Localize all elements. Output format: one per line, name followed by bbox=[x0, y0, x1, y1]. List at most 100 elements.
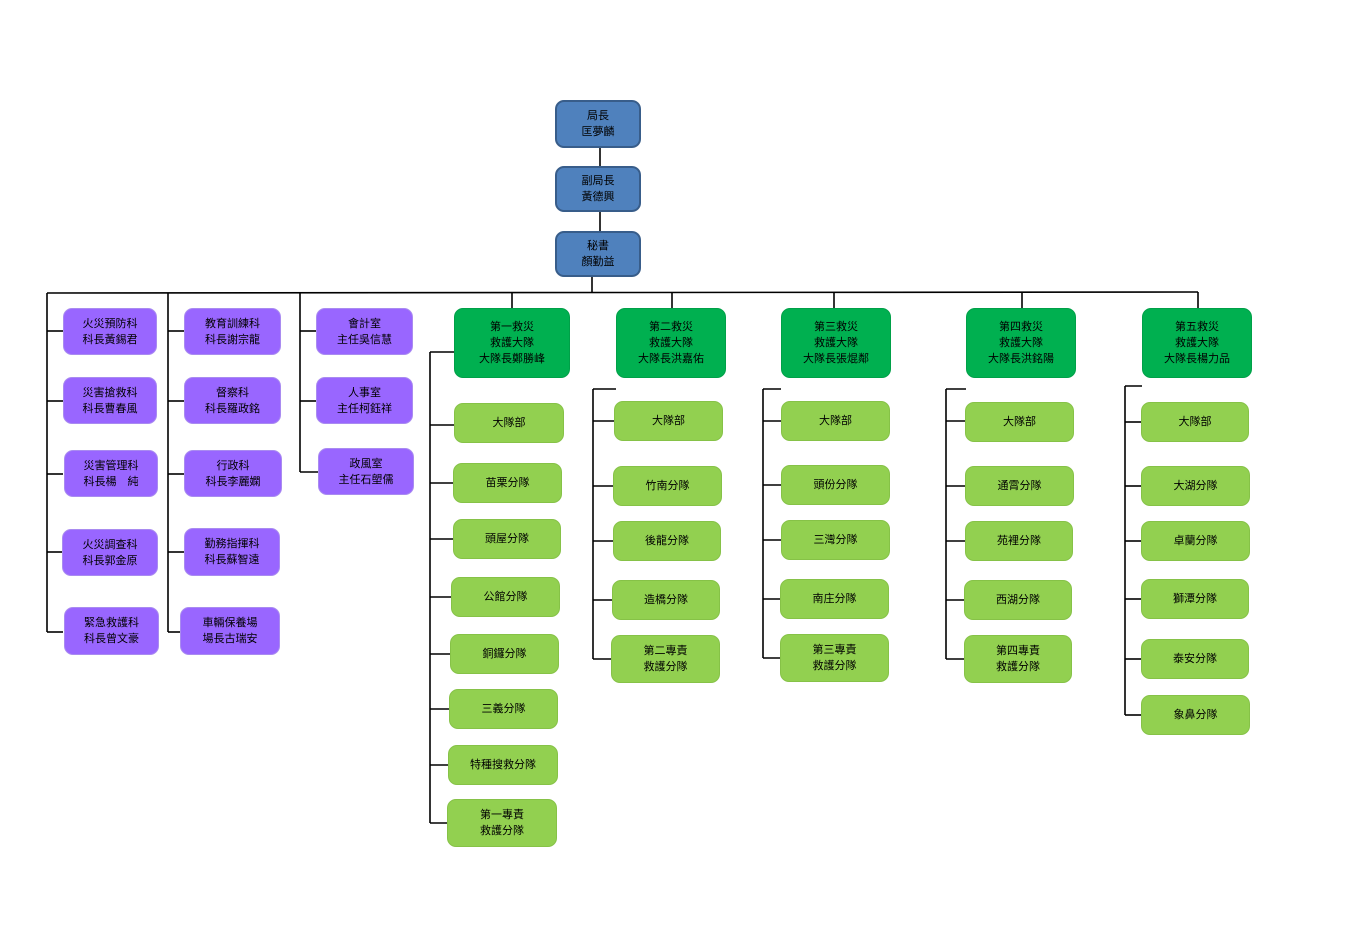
unit-name: 西湖分隊 bbox=[996, 593, 1040, 606]
unit-name: 造橋分隊 bbox=[644, 593, 688, 606]
secretary-title: 秘書 bbox=[587, 239, 609, 252]
unit-box: 苗栗分隊 bbox=[453, 463, 562, 503]
unit-box: 後龍分隊 bbox=[613, 521, 721, 561]
unit-box: 第二專責 救護分隊 bbox=[611, 635, 720, 683]
section-head: 科長曹春風 bbox=[82, 401, 138, 415]
section-name: 緊急救護科 bbox=[84, 616, 139, 629]
section-name: 車輛保養場 bbox=[202, 616, 258, 629]
section-head: 科長謝宗龍 bbox=[205, 332, 260, 346]
section-box: 災害搶救科 科長曹春風 bbox=[63, 377, 157, 424]
unit-box: 第四專責 救護分隊 bbox=[964, 635, 1072, 683]
brigade-header: 第三救災 救護大隊 大隊長張焜鄰 bbox=[781, 308, 891, 378]
unit-name: 苑裡分隊 bbox=[997, 534, 1041, 547]
unit-name: 後龍分隊 bbox=[645, 534, 689, 547]
brigade-line2: 救護大隊 bbox=[649, 336, 693, 349]
director-name: 匡夢麟 bbox=[581, 125, 615, 138]
unit-box: 泰安分隊 bbox=[1141, 639, 1249, 679]
unit-name: 通霄分隊 bbox=[997, 479, 1042, 492]
unit-box: 大隊部 bbox=[965, 402, 1074, 442]
unit-box: 卓蘭分隊 bbox=[1141, 521, 1250, 561]
section-box: 行政科 科長李麗嫻 bbox=[184, 450, 282, 497]
section-head: 科長曾文豪 bbox=[84, 632, 139, 645]
brigade-line2: 救護大隊 bbox=[490, 336, 534, 349]
section-box: 車輛保養場 場長古瑞安 bbox=[180, 607, 280, 655]
unit-name-line2: 救護分隊 bbox=[812, 659, 857, 672]
office-head: 主任吳信慧 bbox=[337, 332, 392, 346]
unit-box: 第三專責 救護分隊 bbox=[780, 634, 889, 682]
section-box: 緊急救護科 科長曾文豪 bbox=[64, 607, 159, 655]
section-name: 災害搶救科 bbox=[82, 385, 138, 399]
unit-box: 竹南分隊 bbox=[613, 466, 722, 506]
brigade-commander: 大隊長鄭勝峰 bbox=[479, 352, 545, 365]
section-box: 火災調查科 科長郭金原 bbox=[62, 529, 158, 576]
section-box: 教育訓練科 科長謝宗龍 bbox=[184, 308, 281, 355]
deputy-director-name: 黃德興 bbox=[581, 190, 615, 203]
brigade-line2: 救護大隊 bbox=[999, 336, 1043, 349]
section-name: 火災預防科 bbox=[82, 316, 138, 330]
unit-box: 大隊部 bbox=[454, 403, 564, 443]
unit-name-line2: 救護分隊 bbox=[996, 660, 1040, 673]
deputy-director-title: 副局長 bbox=[581, 174, 615, 187]
unit-box: 獅潭分隊 bbox=[1141, 579, 1249, 619]
director-box: 局長 匡夢麟 bbox=[555, 100, 641, 148]
unit-name-line2: 救護分隊 bbox=[643, 660, 688, 673]
unit-box: 特種搜救分隊 bbox=[448, 745, 558, 785]
section-name: 火災調查科 bbox=[82, 537, 138, 551]
unit-name: 三灣分隊 bbox=[813, 533, 858, 546]
brigade-line1: 第一救災 bbox=[490, 320, 534, 333]
unit-name: 竹南分隊 bbox=[645, 479, 690, 492]
unit-name: 大隊部 bbox=[1003, 415, 1036, 428]
unit-name: 公館分隊 bbox=[483, 590, 528, 603]
section-head: 科長羅政銘 bbox=[205, 401, 260, 415]
unit-box: 西湖分隊 bbox=[964, 580, 1072, 620]
brigade-line2: 救護大隊 bbox=[814, 336, 858, 349]
unit-name: 南庄分隊 bbox=[812, 592, 857, 605]
office-head: 主任石塱儒 bbox=[338, 472, 394, 486]
unit-box: 三義分隊 bbox=[449, 689, 558, 729]
office-name: 政風室 bbox=[349, 456, 383, 470]
unit-name: 銅鑼分隊 bbox=[482, 647, 527, 660]
unit-name: 卓蘭分隊 bbox=[1173, 534, 1218, 547]
unit-box: 大湖分隊 bbox=[1141, 466, 1250, 506]
brigade-line1: 第四救災 bbox=[999, 320, 1043, 333]
section-head: 科長李麗嫻 bbox=[205, 474, 261, 488]
unit-box: 造橋分隊 bbox=[612, 580, 720, 620]
unit-name: 頭份分隊 bbox=[813, 478, 858, 491]
unit-name: 特種搜救分隊 bbox=[470, 758, 536, 771]
brigade-line2: 救護大隊 bbox=[1175, 336, 1219, 349]
section-name: 災害管理科 bbox=[83, 458, 139, 472]
brigade-line1: 第五救災 bbox=[1175, 320, 1219, 333]
unit-box: 三灣分隊 bbox=[781, 520, 890, 560]
unit-box: 苑裡分隊 bbox=[965, 521, 1073, 561]
deputy-director-box: 副局長 黃德興 bbox=[555, 166, 641, 212]
unit-name: 第四專責 bbox=[996, 644, 1040, 657]
unit-box: 銅鑼分隊 bbox=[450, 634, 559, 674]
section-name: 教育訓練科 bbox=[205, 316, 260, 330]
unit-name: 大隊部 bbox=[819, 414, 852, 427]
brigade-line1: 第二救災 bbox=[649, 320, 693, 333]
unit-name: 第三專責 bbox=[812, 643, 857, 656]
unit-box: 頭屋分隊 bbox=[453, 519, 561, 559]
brigade-commander: 大隊長洪嘉佑 bbox=[638, 352, 704, 365]
unit-box: 通霄分隊 bbox=[965, 466, 1074, 506]
unit-name: 頭屋分隊 bbox=[485, 532, 529, 545]
unit-box: 大隊部 bbox=[614, 401, 723, 441]
brigade-commander: 大隊長洪銘陽 bbox=[988, 352, 1054, 365]
section-box: 火災預防科 科長黃錫君 bbox=[63, 308, 157, 355]
section-head: 科長楊 純 bbox=[83, 474, 139, 488]
office-name: 人事室 bbox=[348, 385, 381, 399]
unit-box: 南庄分隊 bbox=[780, 579, 889, 619]
brigade-line1: 第三救災 bbox=[814, 320, 858, 333]
secretary-name: 顏勤益 bbox=[581, 255, 615, 268]
office-name: 會計室 bbox=[348, 316, 381, 330]
section-box: 督察科 科長羅政銘 bbox=[184, 377, 281, 424]
brigade-header: 第四救災 救護大隊 大隊長洪銘陽 bbox=[966, 308, 1076, 378]
section-head: 科長郭金原 bbox=[82, 553, 138, 567]
brigade-commander: 大隊長張焜鄰 bbox=[803, 352, 869, 365]
unit-name: 第一專責 bbox=[480, 808, 524, 821]
unit-box: 第一專責 救護分隊 bbox=[447, 799, 557, 847]
section-name: 勤務指揮科 bbox=[204, 537, 260, 550]
brigade-header: 第二救災 救護大隊 大隊長洪嘉佑 bbox=[616, 308, 726, 378]
unit-name: 象鼻分隊 bbox=[1173, 708, 1218, 721]
